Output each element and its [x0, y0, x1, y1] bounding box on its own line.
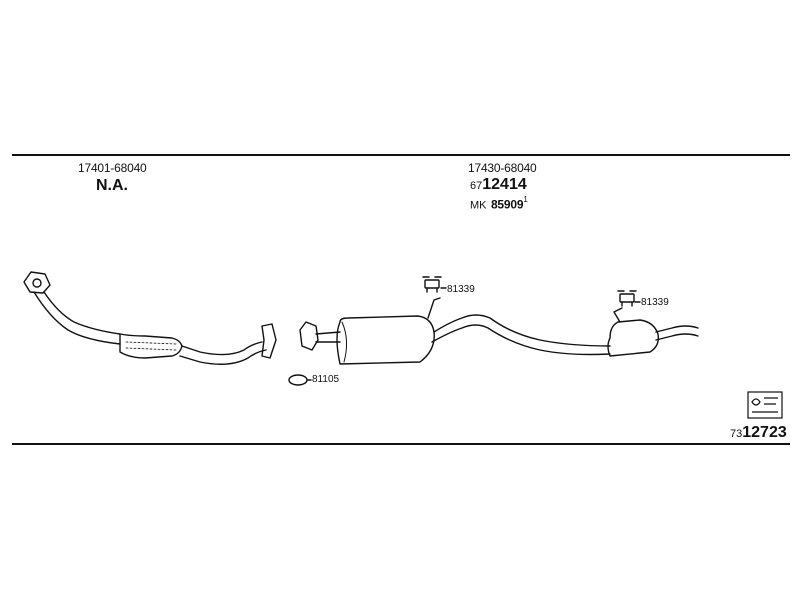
right-code-prefix: 67 — [470, 180, 483, 192]
callout-gasket: 81105 — [312, 374, 340, 385]
gasket-ring — [288, 374, 308, 386]
front-pipe — [23, 271, 121, 345]
bottom-rule — [12, 443, 790, 445]
hanger-mid-icon — [422, 276, 442, 293]
catalyst-section — [119, 333, 267, 365]
footer-prefix: 73 — [730, 428, 743, 440]
right-code: 6712414 — [470, 177, 527, 193]
right-mk-number: 85909 — [490, 197, 524, 212]
top-rule — [12, 154, 790, 156]
left-part-number: 17401-68040 — [78, 161, 147, 175]
hanger-rear-icon — [617, 290, 637, 307]
rear-muffler — [607, 307, 699, 357]
reference-logo-icon — [747, 391, 783, 419]
callout-hanger-rear: 81339 — [641, 297, 669, 308]
callout-hanger-mid: 81339 — [447, 284, 475, 295]
right-mk: MK 859091 — [470, 196, 528, 212]
right-part-number: 17430-68040 — [468, 161, 537, 175]
left-availability: N.A. — [96, 177, 128, 194]
footer-code: 7312723 — [730, 425, 787, 441]
right-mk-superscript: 1 — [523, 195, 528, 204]
right-code-main: 12414 — [482, 176, 527, 193]
footer-number: 12723 — [742, 424, 787, 441]
center-muffler-assembly — [299, 297, 611, 365]
front-pipe-outlet-flange — [261, 323, 277, 359]
right-mk-prefix: MK — [470, 199, 487, 212]
